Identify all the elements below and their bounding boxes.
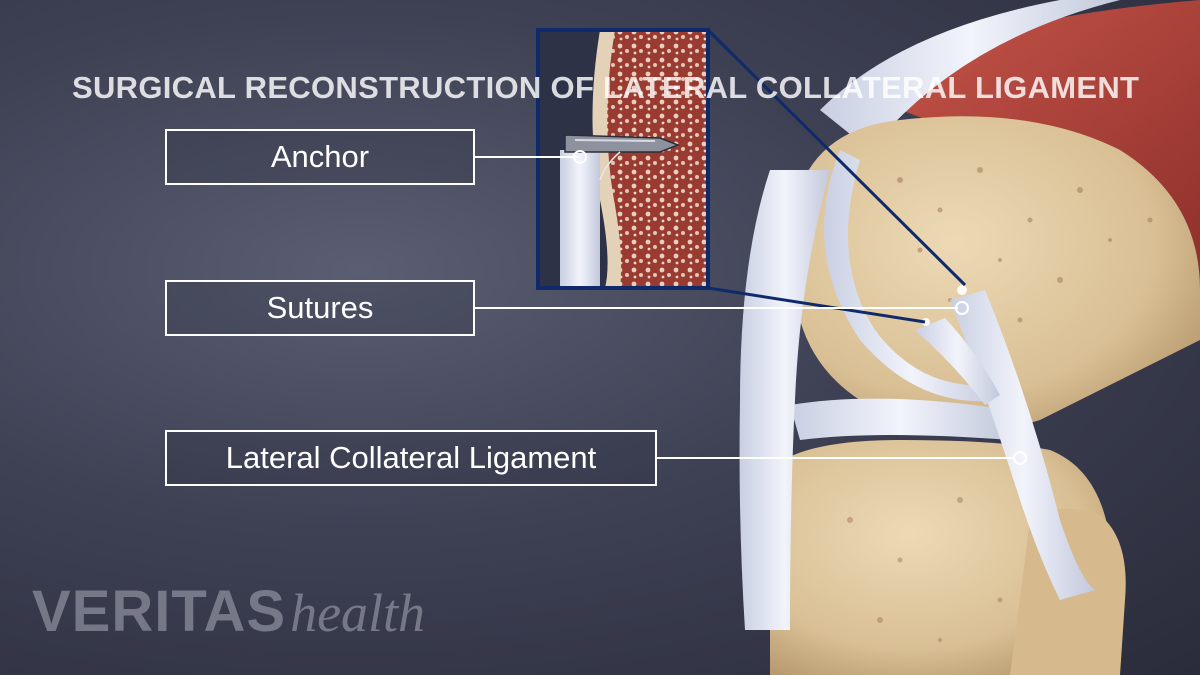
logo-brand-text: VERITAS: [32, 579, 287, 644]
diagram-title: SURGICAL RECONSTRUCTION OF LATERAL COLLA…: [72, 70, 1140, 105]
anchor-label: Anchor: [165, 129, 475, 185]
sutures-label: Sutures: [165, 280, 475, 336]
lateral-collateral-ligament-label: Lateral Collateral Ligament: [165, 430, 657, 486]
veritas-health-logo: VERITAShealth: [32, 578, 425, 645]
logo-sub-text: health: [290, 583, 426, 643]
inset-connector-bottom: [707, 286, 926, 324]
magnified-inset-frame: [536, 28, 710, 290]
inset-connector-top: [706, 28, 967, 287]
